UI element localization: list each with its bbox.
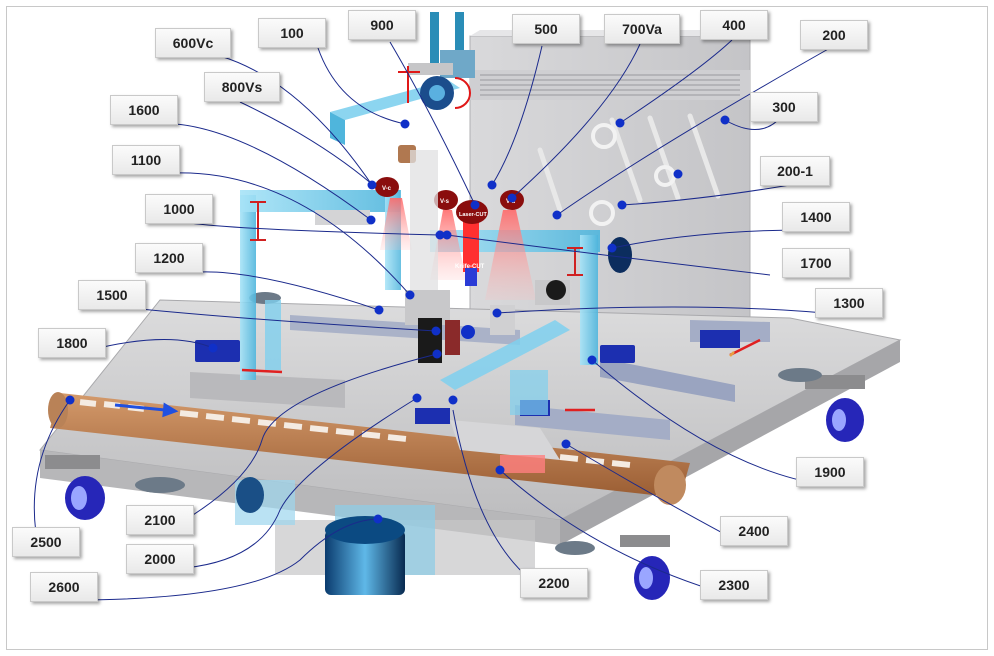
callout-2200: 2200 xyxy=(520,568,588,598)
callout-2400: 2400 xyxy=(720,516,788,546)
callout-2600: 2600 xyxy=(30,572,98,602)
callout-100: 100 xyxy=(258,18,326,48)
callout-1600: 1600 xyxy=(110,95,178,125)
callout-1700: 1700 xyxy=(782,248,850,278)
callout-900: 900 xyxy=(348,10,416,40)
callout-2300: 2300 xyxy=(700,570,768,600)
vs-tag: V-s xyxy=(440,199,450,205)
vc-tag: V-c xyxy=(382,186,392,192)
callout-600vc: 600Vc xyxy=(155,28,231,58)
callout-300: 300 xyxy=(750,92,818,122)
caster-front-right xyxy=(620,535,670,600)
callout-1100: 1100 xyxy=(112,145,180,175)
callout-2100: 2100 xyxy=(126,505,194,535)
callout-400: 400 xyxy=(700,10,768,40)
callout-2000: 2000 xyxy=(126,544,194,574)
callout-1000: 1000 xyxy=(145,194,213,224)
callout-1200: 1200 xyxy=(135,243,203,273)
caster-front-left xyxy=(45,455,105,520)
callout-700va: 700Va xyxy=(604,14,680,44)
callout-1900: 1900 xyxy=(796,457,864,487)
callout-200: 200 xyxy=(800,20,868,50)
laser-tag: Laser-CUT xyxy=(459,212,487,218)
callout-1300: 1300 xyxy=(815,288,883,318)
callout-200-1: 200-1 xyxy=(760,156,830,186)
callout-1400: 1400 xyxy=(782,202,850,232)
callout-800vs: 800Vs xyxy=(204,72,280,102)
callout-1800: 1800 xyxy=(38,328,106,358)
caster-right xyxy=(805,375,865,442)
callout-1500: 1500 xyxy=(78,280,146,310)
callout-500: 500 xyxy=(512,14,580,44)
callout-2500: 2500 xyxy=(12,527,80,557)
